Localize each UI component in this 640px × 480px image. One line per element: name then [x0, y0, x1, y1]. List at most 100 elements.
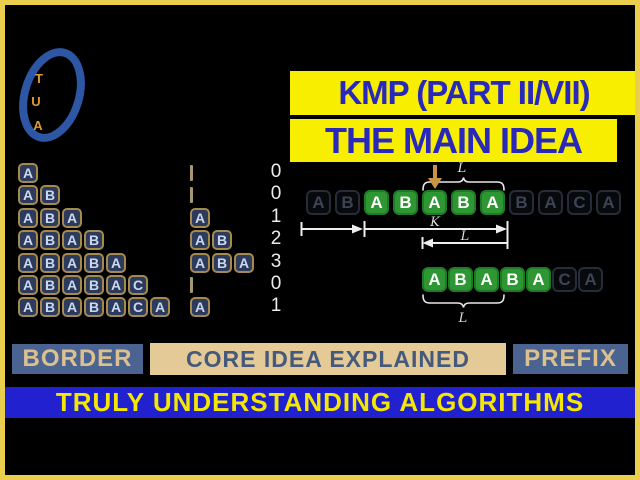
- prefix-tag: PREFIX: [513, 344, 628, 374]
- over-brace: [422, 177, 505, 191]
- tua-logo: T U A: [19, 48, 85, 142]
- bottom-brace-annotation: L: [422, 294, 505, 326]
- empty-border-marker: [190, 277, 193, 293]
- letter-box: B: [84, 253, 104, 273]
- shift-arrows-annotation: K L: [300, 215, 509, 249]
- letter-box: A: [234, 253, 254, 273]
- letter-box: C: [552, 267, 577, 292]
- letter-box: A: [62, 208, 82, 228]
- letter-box: A: [18, 163, 38, 183]
- title-line-2: THE MAIN IDEA: [290, 119, 617, 162]
- letter-box: B: [40, 297, 60, 317]
- border-length-value: 0: [270, 183, 282, 204]
- shift-arrowhead: [352, 224, 363, 234]
- letter-box: A: [18, 208, 38, 228]
- top-l-label: L: [457, 161, 467, 176]
- letter-box: B: [84, 230, 104, 250]
- letter-box: A: [62, 275, 82, 295]
- logo-letter-t: T: [35, 71, 43, 86]
- letter-box: A: [18, 230, 38, 250]
- letter-box: C: [128, 275, 148, 295]
- bottom-l-label: L: [458, 311, 468, 326]
- letter-box: A: [578, 267, 603, 292]
- letter-box: B: [84, 275, 104, 295]
- letter-box: C: [128, 297, 148, 317]
- prefix-string-row-1: A: [18, 163, 38, 183]
- letter-box: B: [451, 190, 476, 215]
- letter-box: B: [509, 190, 534, 215]
- title-line-1: KMP (PART II/VII): [290, 71, 638, 115]
- letter-box: A: [306, 190, 331, 215]
- border-string-row-1: [190, 163, 193, 181]
- letter-box: A: [190, 230, 210, 250]
- border-string-row-2: [190, 185, 193, 203]
- letter-box: B: [335, 190, 360, 215]
- letter-box: A: [106, 253, 126, 273]
- letter-box: A: [106, 275, 126, 295]
- letter-box: A: [18, 253, 38, 273]
- logo-o-ring: [19, 48, 85, 142]
- border-length-value: 0: [270, 161, 282, 182]
- letter-box: A: [150, 297, 170, 317]
- letter-box: A: [18, 275, 38, 295]
- logo-letter-a: A: [33, 118, 43, 133]
- border-string-row-6: [190, 275, 193, 293]
- letter-box: A: [480, 190, 505, 215]
- letter-box: A: [18, 185, 38, 205]
- letter-box: B: [84, 297, 104, 317]
- border-string-row-7: A: [190, 297, 210, 317]
- letter-box: A: [538, 190, 563, 215]
- letter-box: A: [62, 230, 82, 250]
- letter-box: B: [500, 267, 525, 292]
- letter-box: A: [106, 297, 126, 317]
- letter-box: A: [474, 267, 499, 292]
- letter-box: A: [190, 208, 210, 228]
- letter-box: A: [422, 267, 447, 292]
- letter-box: A: [526, 267, 551, 292]
- letter-box: A: [62, 297, 82, 317]
- letter-box: A: [596, 190, 621, 215]
- top-brace-annotation: L: [422, 161, 505, 191]
- k-arrowhead: [496, 224, 507, 234]
- core-idea-tag: CORE IDEA EXPLAINED: [150, 343, 506, 375]
- letter-box: B: [212, 230, 232, 250]
- letter-box: A: [18, 297, 38, 317]
- l-arrowhead: [422, 238, 433, 248]
- letter-box: B: [40, 230, 60, 250]
- letter-box: A: [190, 253, 210, 273]
- letter-box: A: [190, 297, 210, 317]
- letter-box: A: [422, 190, 447, 215]
- letter-box: A: [62, 253, 82, 273]
- letter-box: B: [212, 253, 232, 273]
- empty-border-marker: [190, 187, 193, 203]
- mismatch-pointer-icon: [428, 165, 442, 189]
- letter-box: A: [364, 190, 389, 215]
- under-brace: [422, 294, 505, 308]
- letter-box: B: [448, 267, 473, 292]
- mid-l-label: L: [460, 229, 470, 244]
- border-length-value: 1: [270, 295, 282, 316]
- letter-box: C: [567, 190, 592, 215]
- border-length-value: 3: [270, 251, 282, 272]
- letter-box: B: [40, 253, 60, 273]
- letter-box: B: [40, 185, 60, 205]
- border-tag: BORDER: [12, 344, 143, 374]
- letter-box: B: [40, 275, 60, 295]
- letter-box: B: [393, 190, 418, 215]
- channel-banner: TRULY UNDERSTANDING ALGORITHMS: [0, 387, 640, 418]
- border-length-value: 2: [270, 228, 282, 249]
- letter-box: B: [40, 208, 60, 228]
- k-label: K: [429, 215, 441, 230]
- border-string-row-3: A: [190, 208, 210, 228]
